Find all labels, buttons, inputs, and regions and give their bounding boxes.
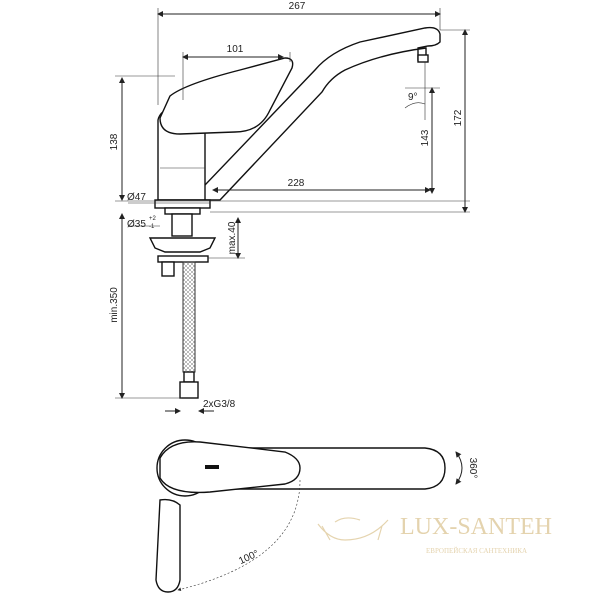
lever-handle: [159, 57, 294, 135]
mounting-stud: [171, 213, 193, 237]
dim-max-40: max.40: [227, 221, 238, 254]
dim-267: 267: [289, 1, 306, 12]
dim-138: 138: [109, 133, 120, 150]
hose-fitting: [161, 261, 175, 277]
indicator-mark: [205, 465, 219, 469]
dim-spout-angle: 9°: [408, 92, 418, 103]
dim-143: 143: [420, 129, 431, 146]
dim-swivel-angle: 360°: [467, 458, 478, 479]
spout: [196, 26, 441, 201]
nozzle: [417, 54, 429, 63]
tolerance-plus: +2: [149, 216, 157, 222]
dim-min-350: min.350: [109, 287, 120, 323]
hose: [182, 261, 196, 373]
dim-228: 228: [288, 178, 305, 189]
tolerance-minus: -1: [149, 224, 155, 230]
mounting-nut: [148, 237, 217, 253]
dim-lever-angle: 100°: [237, 548, 260, 567]
dim-connection: 2xG3/8: [203, 399, 236, 410]
dim-101: 101: [227, 44, 244, 55]
dim-base-diameter: Ø47: [127, 192, 146, 203]
lever-top: [159, 441, 301, 494]
swivel-arrow: [455, 451, 463, 485]
dimension-lines: [115, 8, 470, 414]
dimension-labels: 267 101 138 143 172 228 Ø47 Ø35 +2 -1 ma…: [109, 1, 464, 410]
hose-nut: [179, 381, 199, 399]
lever-rotated: [155, 498, 181, 593]
dim-172: 172: [453, 109, 464, 126]
faucet-side-view: [148, 26, 441, 399]
faucet-top-view: 100° 360°: [155, 439, 478, 593]
rotation-arc: [177, 479, 301, 592]
bathtub-icon: [317, 517, 389, 541]
watermark-brand: LUX-SANTEH: [400, 514, 552, 540]
watermark-tagline: ЕВРОПЕЙСКАЯ САНТЕХНИКА: [426, 547, 527, 555]
dim-hole-diameter: Ø35: [127, 219, 146, 230]
watermark-logo: LUX-SANTEH ЕВРОПЕЙСКАЯ САНТЕХНИКА: [317, 514, 552, 555]
